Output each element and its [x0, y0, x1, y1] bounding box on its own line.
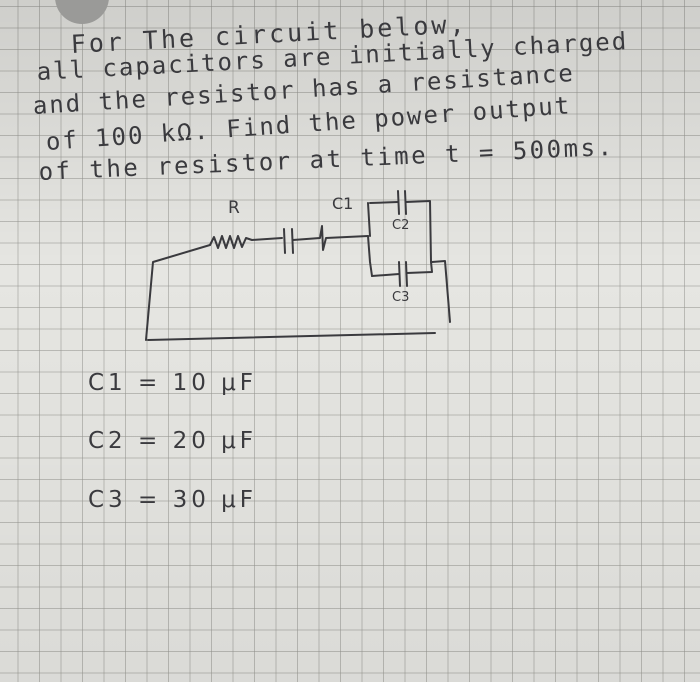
c2-label: C2: [392, 218, 410, 233]
c1-plate-left: [283, 228, 286, 254]
c3-plate-right: [405, 261, 408, 287]
c1-wire: [292, 225, 369, 251]
bottom-wire: [147, 332, 436, 341]
c1-label: C1: [332, 194, 354, 213]
c1-plate-right: [291, 228, 294, 254]
c2-wire: [369, 201, 399, 204]
c2-value: C2 = 20 μF: [88, 428, 258, 454]
left-wire: [145, 244, 211, 341]
c3-label: C3: [392, 290, 410, 305]
c2-wire-right: [405, 200, 432, 263]
c2-plate-left: [397, 190, 400, 215]
c1-value: C1 = 10 μF: [88, 370, 258, 396]
c3-wire-right: [406, 261, 433, 274]
c3-plate-left: [398, 261, 401, 287]
c3-value: C3 = 30 μF: [88, 487, 258, 513]
c3-wire: [371, 273, 400, 277]
branch-top-wire: [367, 202, 371, 237]
resistor-label: R: [228, 198, 240, 218]
resistor-symbol: [209, 235, 283, 249]
right-return-wire: [431, 260, 451, 323]
branch-left-wire: [367, 235, 373, 277]
